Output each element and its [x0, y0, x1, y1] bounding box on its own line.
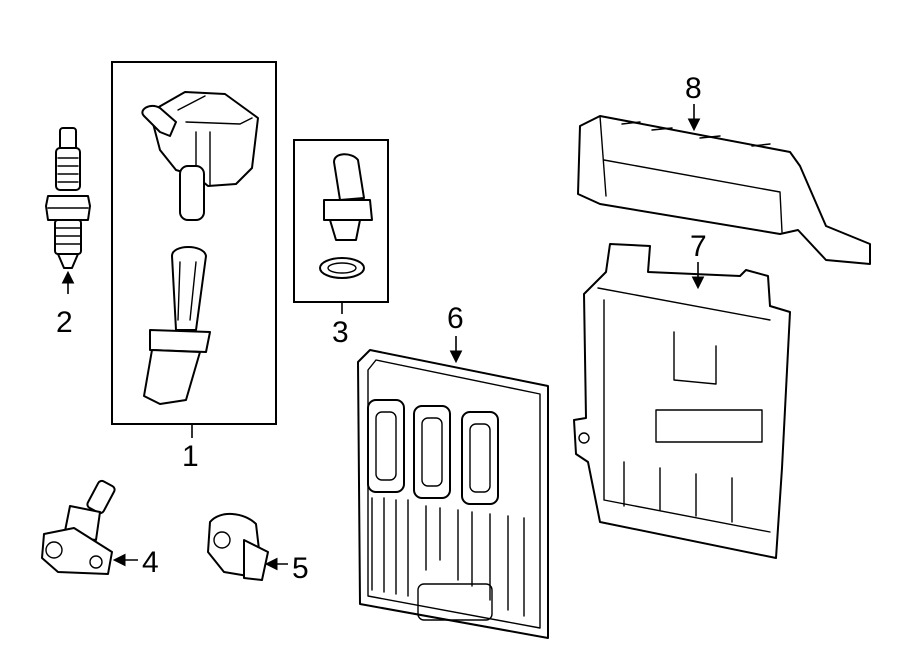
callout-5: 5 — [292, 552, 309, 585]
callout-6: 6 — [447, 302, 464, 335]
ignition-coil — [141, 91, 259, 405]
callout-8: 8 — [685, 72, 702, 105]
position-sensor — [41, 479, 116, 575]
engine-control-module — [357, 349, 549, 639]
callout-1: 1 — [182, 440, 199, 473]
callout-4: 4 — [142, 546, 159, 579]
callout-2: 2 — [56, 306, 73, 339]
module-cover — [577, 115, 871, 265]
sensor-frame — [293, 139, 389, 303]
coil-frame — [111, 61, 277, 425]
callout-3: 3 — [332, 316, 349, 349]
knock-sensor — [207, 513, 269, 581]
sensor-with-oring — [319, 153, 373, 279]
module-bracket — [573, 243, 791, 559]
callout-7: 7 — [690, 230, 707, 263]
spark-plug — [45, 127, 91, 269]
